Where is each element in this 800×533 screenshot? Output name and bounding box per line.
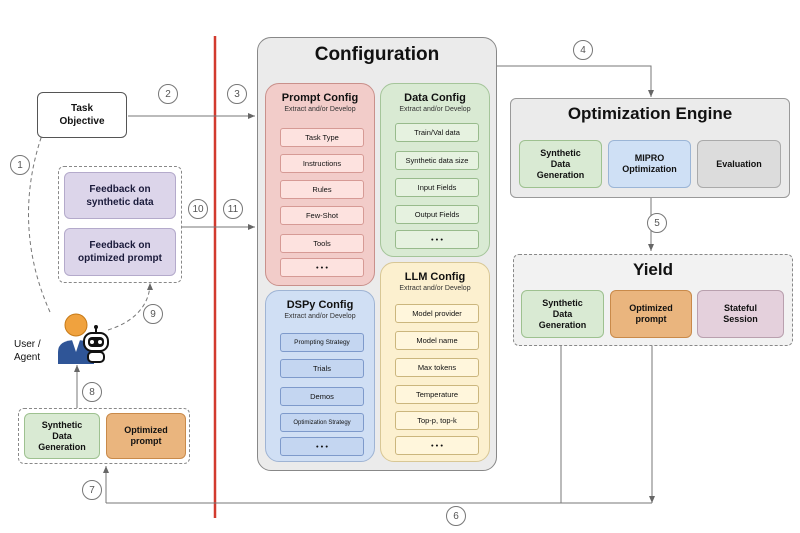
data-config-item: Input Fields [395, 178, 479, 197]
prompt-config-title: Prompt Config [281, 92, 359, 104]
configuration-title: Configuration [314, 44, 440, 65]
step-5-badge: 5 [647, 213, 667, 233]
data-config-item: Train/Val data [395, 123, 479, 142]
yield-optimized-prompt-box: Optimized prompt [610, 290, 692, 338]
engine-synthetic-data-box: Synthetic Data Generation [519, 140, 602, 188]
prompt-config-item: Few-Shot [280, 206, 364, 225]
data-config-item: Synthetic data size [395, 151, 479, 170]
step-7-badge: 7 [82, 480, 102, 500]
llm-config-item: Temperature [395, 385, 479, 404]
yield-title: Yield [633, 260, 673, 279]
prompt-config-item: Instructions [280, 154, 364, 173]
prompt-config-item: Task Type [280, 128, 364, 147]
feedback-group [58, 166, 182, 283]
dspy-config-item: Demos [280, 387, 364, 406]
user-optimized-prompt-box: Optimized prompt [106, 413, 186, 459]
step-11-badge: 11 [223, 199, 243, 219]
data-config-item: Output Fields [395, 205, 479, 224]
llm-config-item-more: • • • [395, 436, 479, 455]
dspy-config-subtitle: Extract and/or Develop [284, 313, 356, 320]
feedback-synthetic-box: Feedback on synthetic data [64, 172, 176, 219]
llm-config-item: Model name [395, 331, 479, 350]
data-config-panel: Data Config Extract and/or Develop Train… [380, 83, 490, 257]
llm-config-item: Top-p, top-k [395, 411, 479, 430]
data-config-item-more: • • • [395, 230, 479, 249]
dspy-config-item: Trials [280, 359, 364, 378]
data-config-subtitle: Extract and/or Develop [399, 106, 471, 113]
dspy-config-title: DSPy Config [286, 299, 354, 311]
engine-mipro-box: MIPRO Optimization [608, 140, 691, 188]
user-agent-label: User / Agent [14, 339, 41, 363]
prompt-config-subtitle: Extract and/or Develop [284, 106, 356, 113]
task-objective-box: Task Objective [37, 92, 127, 138]
engine-evaluation-box: Evaluation [697, 140, 781, 188]
yield-synthetic-data-box: Synthetic Data Generation [521, 290, 604, 338]
optimization-engine-title: Optimization Engine [567, 104, 733, 123]
robot-icon [80, 325, 112, 363]
yield-stateful-session-box: Stateful Session [697, 290, 784, 338]
prompt-config-item: Tools [280, 234, 364, 253]
user-results-group [18, 408, 190, 464]
llm-config-title: LLM Config [404, 271, 466, 283]
prompt-config-item-more: • • • [280, 258, 364, 277]
step-3-badge: 3 [227, 84, 247, 104]
data-config-title: Data Config [404, 92, 466, 104]
dspy-config-item: Prompting Strategy [280, 333, 364, 352]
dspy-config-item: Optimization Strategy [280, 413, 364, 432]
step-4-badge: 4 [573, 40, 593, 60]
step-8-badge: 8 [82, 382, 102, 402]
llm-config-subtitle: Extract and/or Develop [399, 285, 471, 292]
dspy-config-panel: DSPy Config Extract and/or Develop Promp… [265, 290, 375, 462]
llm-config-item: Model provider [395, 304, 479, 323]
arrow-4 [497, 65, 654, 97]
dspy-config-item-more: • • • [280, 437, 364, 456]
llm-config-panel: LLM Config Extract and/or Develop Model … [380, 262, 490, 462]
prompt-config-item: Rules [280, 180, 364, 199]
prompt-config-panel: Prompt Config Extract and/or Develop Tas… [265, 83, 375, 286]
step-6-badge: 6 [446, 506, 466, 526]
step-2-badge: 2 [158, 84, 178, 104]
step-10-badge: 10 [188, 199, 208, 219]
user-synthetic-data-box: Synthetic Data Generation [24, 413, 100, 459]
feedback-prompt-box: Feedback on optimized prompt [64, 228, 176, 276]
step-9-badge: 9 [143, 304, 163, 324]
step-1-badge: 1 [10, 155, 30, 175]
llm-config-item: Max tokens [395, 358, 479, 377]
arrow-1 [28, 109, 53, 313]
arrow-9 [107, 282, 153, 331]
